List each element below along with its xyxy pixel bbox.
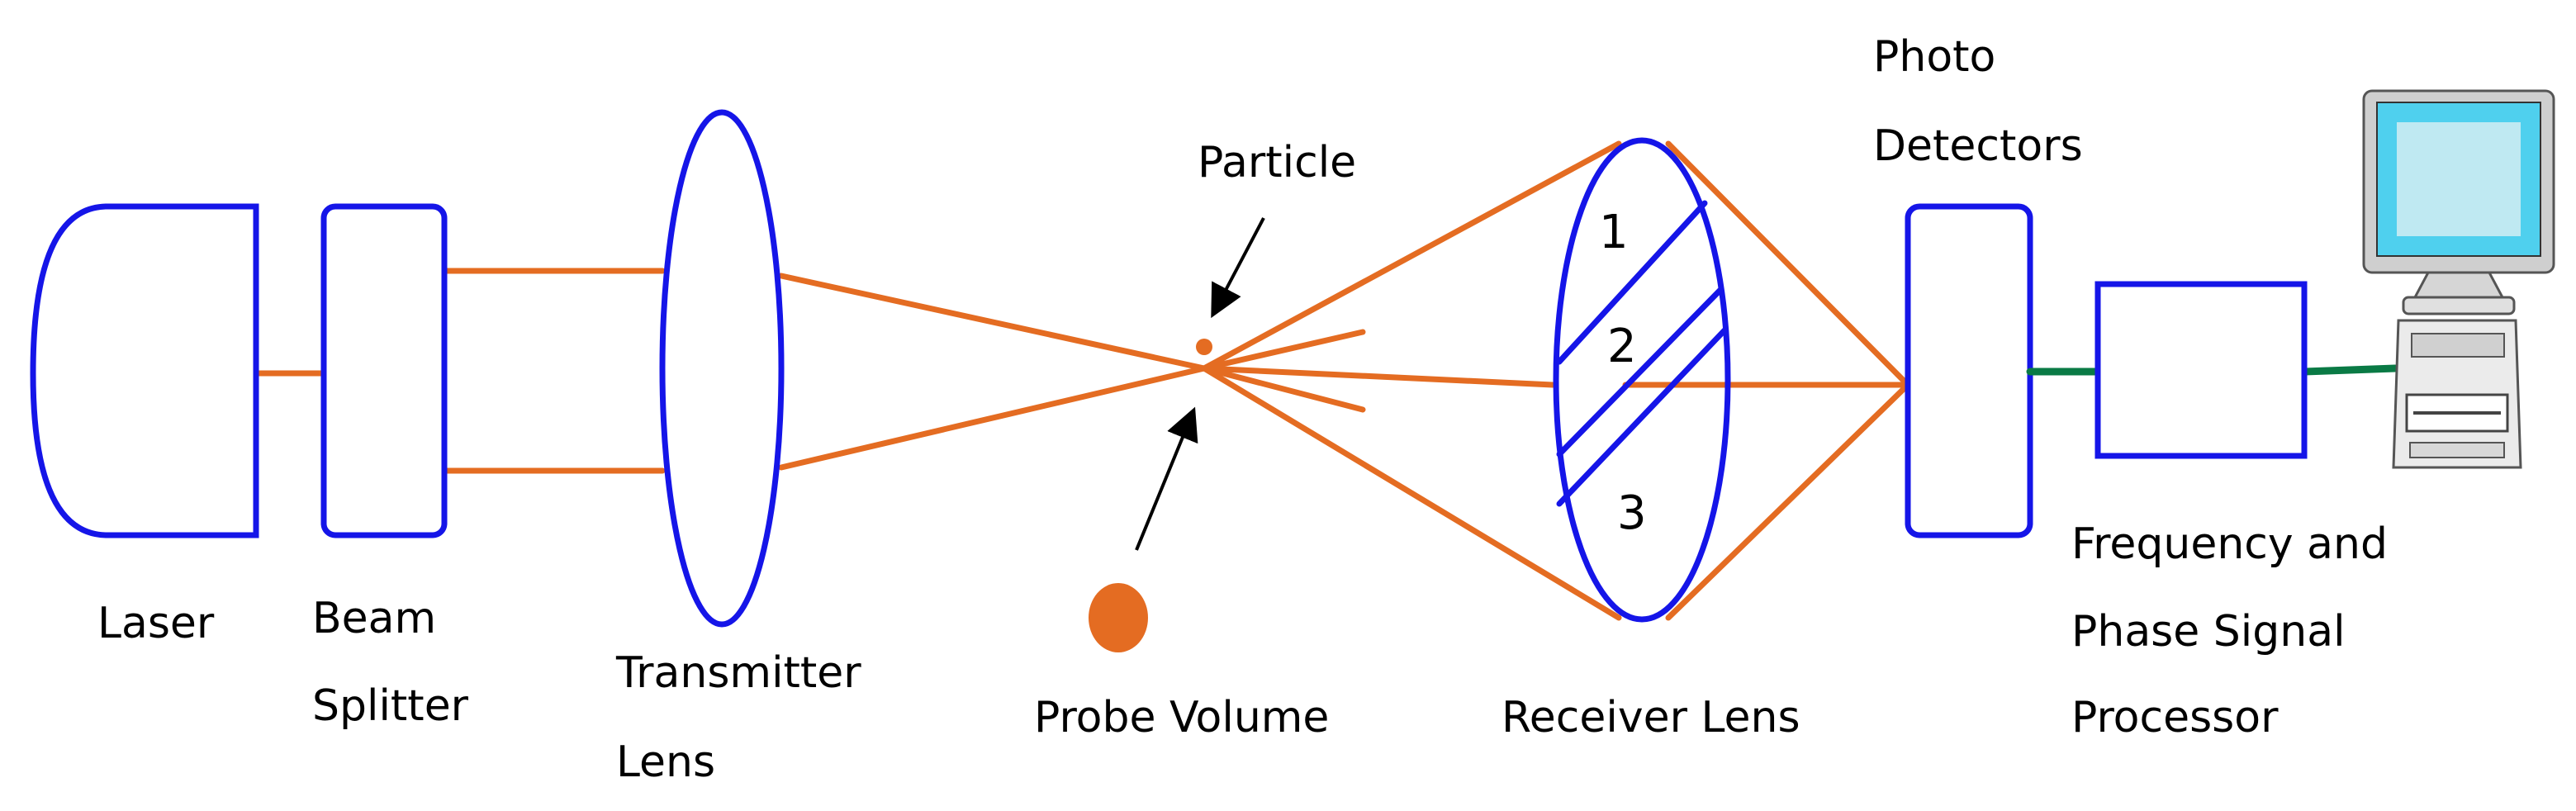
beam-focus-top bbox=[1665, 140, 1911, 388]
beam-lower-converging bbox=[778, 365, 1207, 471]
label-probe-volume: Probe Volume bbox=[1034, 693, 1329, 742]
aperture-number-3: 3 bbox=[1617, 486, 1647, 540]
particle-dot bbox=[1196, 339, 1212, 355]
signal-processor-box bbox=[2094, 281, 2308, 459]
label-particle: Particle bbox=[1198, 138, 1356, 187]
label-receiver-lens: Receiver Lens bbox=[1501, 693, 1800, 742]
beam-short-upper bbox=[1201, 329, 1366, 372]
label-transmitter-lens-line2: Lens bbox=[616, 737, 715, 787]
label-beam-splitter-line2: Splitter bbox=[312, 681, 469, 731]
particle-arrow bbox=[1211, 217, 1265, 319]
label-beam-splitter-line1: Beam bbox=[312, 594, 436, 643]
signal-lines bbox=[2026, 364, 2399, 376]
beam-focus-bottom bbox=[1665, 382, 1911, 621]
laser-beams bbox=[253, 140, 1911, 621]
label-photo-detectors-line2: Detectors bbox=[1873, 121, 2083, 171]
label-photo-detectors-line1: Photo bbox=[1873, 32, 1995, 82]
aperture-number-1: 1 bbox=[1599, 206, 1629, 259]
photo-detectors-box bbox=[1905, 203, 2033, 538]
probe-volume-arrow bbox=[1135, 406, 1198, 551]
beam-upper-converging bbox=[778, 273, 1207, 372]
aperture-number-2: 2 bbox=[1607, 320, 1637, 373]
aperture-mask-lines bbox=[1556, 200, 1728, 507]
probe-volume-particle bbox=[1089, 583, 1148, 652]
transmitter-lens bbox=[659, 109, 785, 628]
label-processor-line3: Processor bbox=[2071, 693, 2279, 742]
beam-scatter-middle bbox=[1201, 365, 1556, 388]
beam-scatter-bottom bbox=[1201, 365, 1622, 621]
label-transmitter-lens-line1: Transmitter bbox=[615, 648, 861, 698]
label-processor-line2: Phase Signal bbox=[2071, 607, 2346, 657]
receiver-lens bbox=[1553, 137, 1731, 623]
beam-splitter-box bbox=[320, 203, 448, 538]
beam-short-lower bbox=[1201, 365, 1366, 413]
laser-body bbox=[30, 203, 259, 538]
label-laser: Laser bbox=[97, 599, 215, 648]
label-processor-line1: Frequency and bbox=[2071, 519, 2388, 569]
beam-scatter-top bbox=[1201, 140, 1622, 372]
computer-icon bbox=[2362, 89, 2555, 469]
